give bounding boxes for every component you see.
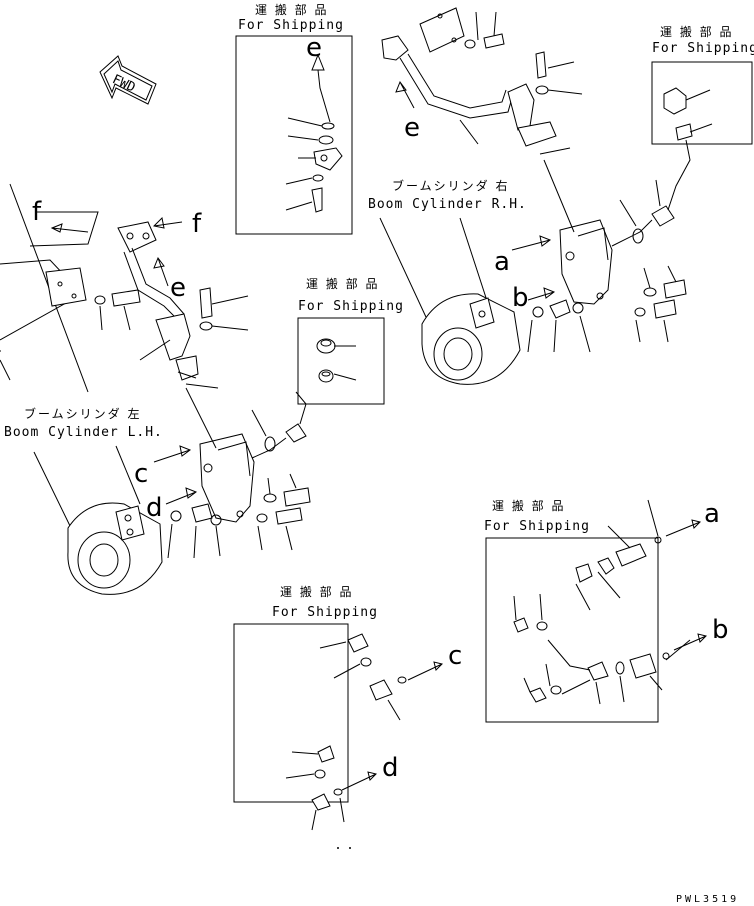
shipping-title-en: For Shipping	[238, 18, 344, 33]
ref-letter-f-top: f	[192, 209, 202, 239]
ref-letter-c-lh: c	[134, 459, 148, 489]
shipping-title-en: For Shipping	[652, 41, 754, 56]
shipping-title-en: For Shipping	[484, 519, 590, 534]
ref-letter-b-rh: b	[512, 283, 529, 313]
shipping-box-2: 運 搬 部 品 For Shipping	[651, 24, 754, 145]
boom-cylinder-rh: ブームシリンダ 右 Boom Cylinder R.H.	[368, 139, 691, 385]
ref-letter-e-left: e	[170, 273, 186, 303]
fwd-arrow: FWD	[99, 55, 157, 105]
ref-letter-f-left: f	[32, 197, 42, 227]
cylinder-lh-jp: ブームシリンダ 左	[24, 406, 141, 421]
ref-letter-e-top: e	[404, 113, 420, 143]
pipe-assembly-left: f f e	[0, 183, 249, 393]
shipping-box-4: 運 搬 部 品 For Shipping a b	[484, 498, 729, 723]
shipping-box-5: 運 搬 部 品 For Shipping c d	[233, 584, 462, 849]
shipping-title-jp: 運 搬 部 品	[660, 24, 733, 39]
boom-cylinder-lh: ブームシリンダ 左 Boom Cylinder L.H.	[4, 387, 311, 595]
cylinder-lh-en: Boom Cylinder L.H.	[4, 425, 163, 440]
shipping-title-jp: 運 搬 部 品	[280, 584, 353, 599]
shipping-title-en: For Shipping	[298, 299, 404, 314]
shipping-title-jp: 運 搬 部 品	[492, 498, 565, 513]
shipping-box-1: 運 搬 部 品 For Shipping e	[235, 2, 353, 235]
ref-letter-a: a	[704, 499, 720, 529]
drawing-code: PWL3519	[676, 894, 739, 905]
ref-letter-e-box: e	[306, 33, 322, 63]
shipping-box-3: 運 搬 部 品 For Shipping	[297, 276, 404, 405]
pipe-assembly-e: e	[381, 7, 583, 155]
shipping-title-jp: 運 搬 部 品	[306, 276, 379, 291]
ref-letter-a-rh: a	[494, 247, 510, 277]
ref-letter-c: c	[448, 641, 462, 671]
cylinder-rh-jp: ブームシリンダ 右	[392, 178, 509, 193]
ref-letter-d: d	[382, 753, 399, 783]
shipping-title-en: For Shipping	[272, 605, 378, 620]
shipping-title-jp: 運 搬 部 品	[255, 2, 328, 17]
cylinder-rh-en: Boom Cylinder R.H.	[368, 197, 527, 212]
ref-letter-b: b	[712, 615, 729, 645]
ref-letter-d-lh: d	[146, 493, 163, 523]
